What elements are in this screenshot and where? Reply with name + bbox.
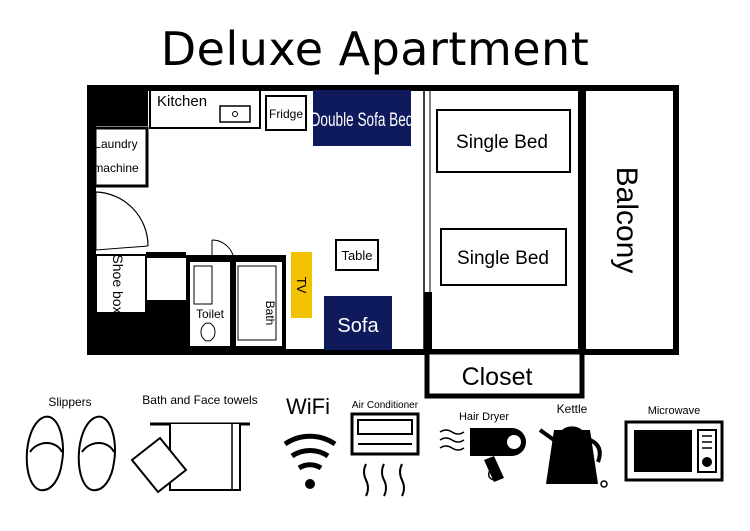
bath-label: Bath	[263, 301, 277, 326]
towels-label: Bath and Face towels	[142, 393, 257, 407]
entry-door-leaf-2	[95, 245, 149, 251]
bath-tub	[237, 265, 277, 341]
wifi-icon	[283, 433, 337, 489]
amenities: Slippers Bath and Face towels WiFi Air C…	[25, 393, 724, 497]
fridge-box	[265, 95, 307, 131]
shoe-box	[95, 254, 147, 314]
single-bed-1-label: Single Bed	[456, 132, 548, 153]
table-label: Table	[341, 248, 372, 263]
entry-wall	[90, 126, 96, 352]
single-bed-1	[436, 109, 571, 173]
balcony-label: Balcony	[610, 167, 643, 274]
slippers-icon	[25, 415, 116, 492]
tv-unit	[291, 252, 312, 318]
balcony-wall	[578, 88, 586, 352]
kitchen-label: Kitchen	[157, 93, 207, 110]
closet	[424, 349, 585, 399]
hair-dryer-label: Hair Dryer	[459, 411, 509, 423]
air-conditioner-label: Air Conditioner	[352, 400, 419, 411]
kitchen-sink	[219, 105, 251, 123]
kettle-icon	[538, 426, 608, 488]
fridge-label: Fridge	[269, 107, 303, 121]
sofa	[324, 296, 392, 350]
laundry-machine	[93, 126, 149, 188]
laundry-label-1: Laundry	[94, 137, 137, 151]
single-bed-2-label: Single Bed	[457, 248, 549, 269]
sofa-label: Sofa	[337, 315, 379, 337]
table	[335, 239, 379, 271]
floor-plan: Kitchen Fridge Double Sofa Bed Laundry m…	[87, 85, 679, 399]
single-bed-2	[440, 228, 567, 286]
entry-door-swing	[95, 191, 149, 247]
partition-post	[424, 292, 432, 352]
microwave-icon	[624, 420, 724, 482]
microwave-label: Microwave	[648, 405, 701, 417]
toilet-bowl	[200, 322, 216, 342]
towels-icon	[130, 422, 250, 494]
sink-drain	[232, 111, 238, 117]
shoe-box-label: Shoe box	[110, 254, 126, 313]
toilet-label: Toilet	[196, 307, 225, 321]
wifi-label: WiFi	[286, 394, 330, 419]
corner-wall	[90, 88, 148, 126]
slippers-label: Slippers	[48, 395, 91, 409]
bath-room	[236, 262, 282, 346]
kettle-label: Kettle	[557, 402, 588, 416]
hair-dryer-icon	[439, 428, 526, 482]
page-title: Deluxe Apartment	[160, 22, 590, 76]
tv-label: TV	[294, 277, 309, 294]
bath-door-swing	[211, 239, 235, 263]
air-conditioner-icon	[350, 412, 420, 497]
shower	[193, 265, 213, 305]
closet-label: Closet	[462, 363, 533, 391]
double-sofa-bed-label: Double Sofa Bed	[311, 109, 414, 131]
double-sofa-bed	[313, 90, 411, 146]
laundry-label-2: machine	[93, 161, 139, 175]
